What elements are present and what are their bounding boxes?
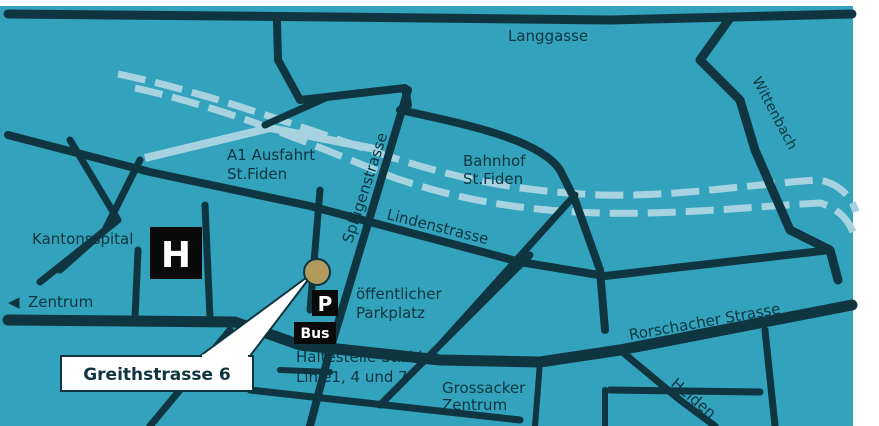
label-parkplatz-line2: Parkplatz xyxy=(356,304,425,322)
label-a1-line1: A1 Ausfahrt xyxy=(227,146,315,164)
road-south-mid xyxy=(246,386,524,424)
a1-exit-ramp xyxy=(144,123,381,162)
label-bahnhof-line1: Bahnhof xyxy=(463,152,526,170)
road-bahnhof xyxy=(396,106,609,334)
road-south-short xyxy=(277,367,333,375)
road-a1-north xyxy=(261,92,334,129)
label-parkplatz-line1: öffentlicher xyxy=(356,285,442,303)
bus-badge-label: Bus xyxy=(301,326,330,342)
label-langgasse: Langgasse xyxy=(508,27,588,45)
hospital-icon: H xyxy=(150,227,202,279)
label-haltestelle-line2: Linie1, 4 und 7 xyxy=(296,368,408,386)
road-kantonsspital-east xyxy=(201,201,214,322)
callout-address-text: Greithstrasse 6 xyxy=(83,365,231,385)
road-spluegenstrasse xyxy=(306,86,412,426)
road-south-a xyxy=(532,359,543,426)
road-network xyxy=(2,9,858,426)
zentrum-arrow-icon: ◀ xyxy=(8,293,20,311)
road-heiden xyxy=(616,346,719,426)
road-west-diagonal xyxy=(56,156,144,274)
label-a1-line2: St.Fiden xyxy=(227,165,287,183)
road-grossacker-diagonal xyxy=(376,251,534,409)
bus-stop-icon: Bus xyxy=(294,322,336,344)
hospital-badge-letter: H xyxy=(161,235,191,276)
address-callout: Greithstrasse 6 xyxy=(60,354,254,392)
road-kantonsspital-stub xyxy=(131,246,142,322)
label-grossacker-line1: Grossacker xyxy=(442,379,526,397)
road-south-b xyxy=(606,386,764,396)
label-haltestelle-line1: Haltestelle St.Fiden xyxy=(296,348,441,366)
location-pin-icon[interactable] xyxy=(303,258,331,286)
road-south-east xyxy=(761,326,779,426)
parking-badge-letter: P xyxy=(318,292,333,316)
label-grossacker-line2: Zentrum xyxy=(442,396,507,414)
road-central-north xyxy=(306,186,324,314)
road-lindenstrasse xyxy=(4,131,834,280)
parking-icon: P xyxy=(312,290,338,316)
label-kantonsspital: Kantonsspital xyxy=(32,230,133,248)
label-bahnhof-line2: St.Fiden xyxy=(463,170,523,188)
label-zentrum: Zentrum xyxy=(28,293,93,311)
